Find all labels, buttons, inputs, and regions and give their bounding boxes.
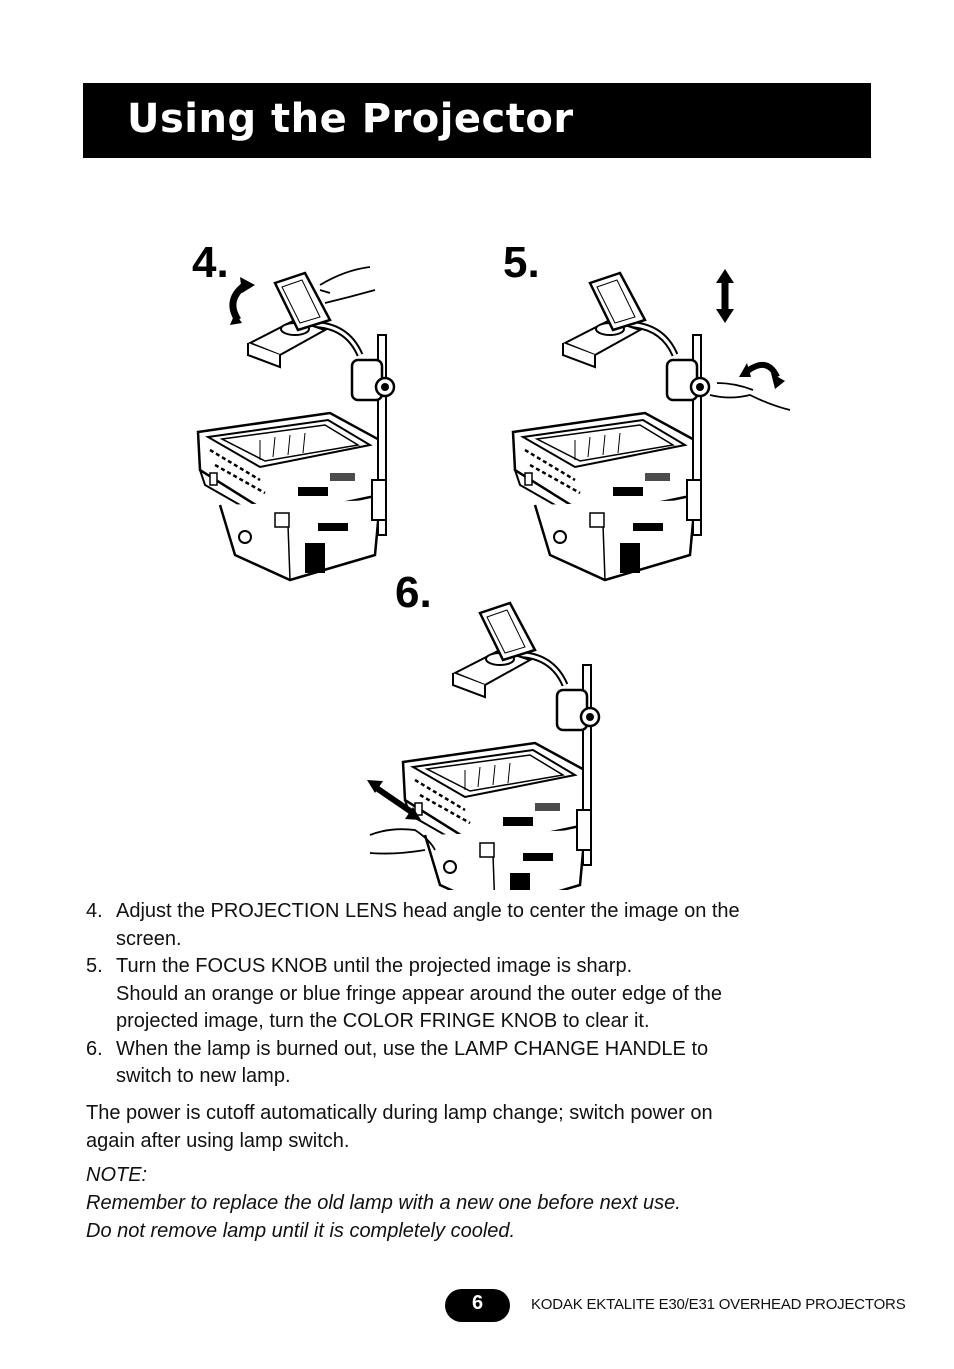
step-text: switch to new lamp.	[116, 1065, 291, 1087]
footer-product-name: KODAK EKTALITE E30/E31 OVERHEAD PROJECTO…	[531, 1296, 906, 1313]
step-item: 6. When the lamp is burned out, use the …	[86, 1036, 876, 1091]
note-line: Remember to replace the old lamp with a …	[86, 1192, 681, 1214]
step-text: When the lamp is burned out, use the LAM…	[116, 1037, 709, 1060]
power-cutoff-paragraph: The power is cutoff automatically during…	[86, 1100, 876, 1155]
step-number: 6.	[86, 1037, 103, 1060]
figure-label-5: 5.	[503, 238, 540, 287]
step-text: screen.	[116, 927, 182, 950]
step-text: Adjust the PROJECTION LENS head angle to…	[116, 900, 740, 922]
step-text: Should an orange or blue fringe appear a…	[116, 982, 723, 1005]
title-bar: Using the Projector	[83, 83, 871, 158]
step-5-figure: 5.	[503, 238, 791, 580]
step-number: 4.	[86, 900, 103, 922]
step-item: 5. Turn the FOCUS KNOB until the project…	[86, 953, 876, 1036]
step-text: projected image, turn the COLOR FRINGE K…	[116, 1010, 650, 1032]
paragraph-line: The power is cutoff automatically during…	[86, 1102, 713, 1124]
step-4-figure: 4.	[192, 238, 394, 580]
paragraph-line: again after using lamp switch.	[86, 1129, 350, 1152]
note-line: Do not remove lamp until it is completel…	[86, 1220, 516, 1242]
figure-label-6: 6.	[395, 568, 432, 617]
step-text: Turn the FOCUS KNOB until the projected …	[116, 955, 633, 977]
page-title: Using the Projector	[127, 96, 574, 142]
note-block: NOTE: Remember to replace the old lamp w…	[86, 1161, 876, 1245]
instruction-steps: 4. Adjust the PROJECTION LENS head angle…	[86, 898, 876, 1091]
projector-illustration: 4. 5. 6.	[192, 238, 791, 890]
figure-label-4: 4.	[192, 238, 229, 287]
step-6-figure: 6.	[367, 568, 599, 890]
page-number-badge: 6	[445, 1289, 510, 1322]
step-number: 5.	[86, 955, 103, 977]
step-item: 4. Adjust the PROJECTION LENS head angle…	[86, 898, 876, 953]
note-label: NOTE:	[86, 1164, 148, 1186]
